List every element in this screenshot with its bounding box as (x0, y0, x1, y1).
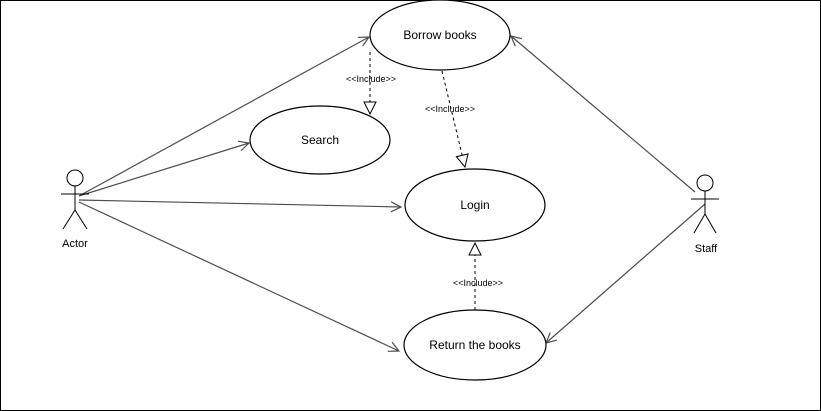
association-staff-return (546, 203, 706, 343)
association-actor-borrow (78, 37, 369, 197)
usecase-search[interactable]: Search (249, 105, 391, 175)
actor-figure[interactable]: Actor (61, 169, 89, 250)
include-label-search: <<Include>> (346, 74, 396, 84)
usecase-search-label: Search (301, 133, 339, 147)
include-borrow-login (441, 70, 465, 167)
actor-label: Actor (62, 238, 88, 250)
usecase-return-books-label: Return the books (429, 338, 520, 352)
include-label-login: <<Include>> (425, 104, 475, 114)
stick-figure-icon (691, 174, 719, 234)
association-staff-borrow (511, 36, 696, 193)
usecase-borrow-books-label: Borrow books (403, 28, 476, 42)
usecase-return-books[interactable]: Return the books (403, 309, 547, 381)
usecase-borrow-books[interactable]: Borrow books (369, 0, 511, 71)
staff-label: Staff (695, 243, 718, 255)
usecase-login[interactable]: Login (404, 168, 546, 242)
association-actor-login (78, 199, 401, 207)
include-label-return: <<Include>> (453, 278, 503, 288)
association-actor-search (78, 143, 249, 197)
usecase-login-label: Login (460, 198, 489, 212)
staff-figure[interactable]: Staff (691, 174, 719, 255)
stick-figure-icon (61, 169, 89, 230)
association-actor-return (78, 201, 399, 351)
